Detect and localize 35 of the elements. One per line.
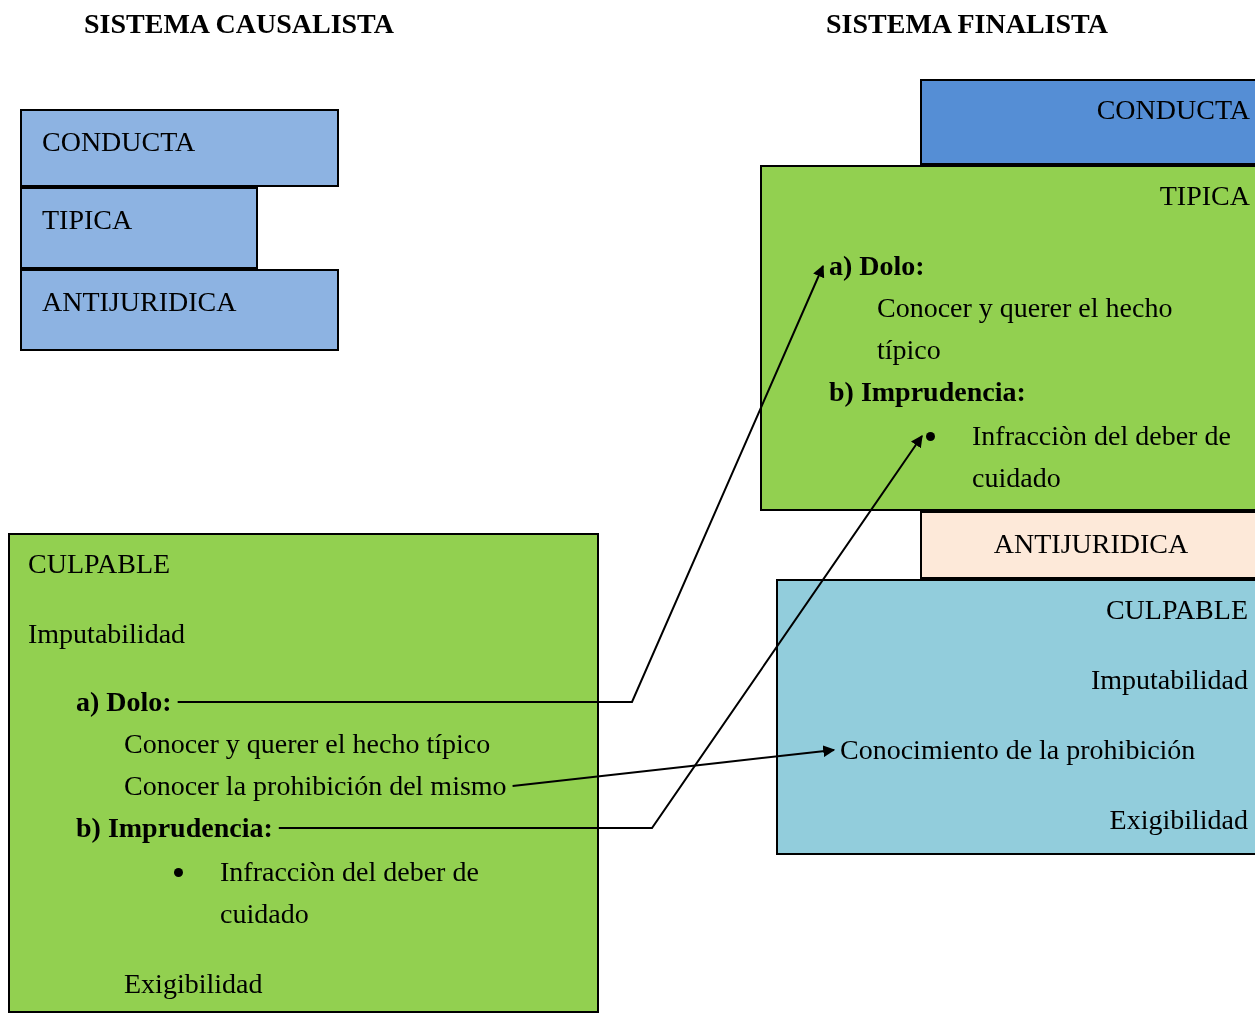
text-box [20, 109, 339, 187]
box-title: TIPICA [42, 203, 134, 237]
text-line: Conocimiento de la prohibición [840, 729, 1196, 771]
text-box [920, 79, 1255, 165]
text-box [20, 269, 339, 351]
text-box [20, 187, 258, 269]
text-line: Imputabilidad [28, 617, 187, 651]
text-box [8, 533, 599, 1013]
text-box [776, 579, 1255, 855]
arrow [511, 745, 836, 787]
text-line: Conocer y querer el hecho típico [877, 291, 1174, 367]
box-title: CONDUCTA [42, 125, 197, 159]
box-title: TIPICA [1158, 179, 1250, 213]
list-heading: a) Dolo: [829, 245, 925, 287]
text-line: Infracciòn del deber de cuidado [220, 855, 480, 931]
box-title: CULPABLE [1104, 593, 1248, 627]
box-title: CULPABLE [28, 547, 172, 581]
box-title: ANTIJURIDICA [992, 527, 1190, 561]
text-line: b) Imprudencia: [829, 375, 1027, 409]
section-heading: SISTEMA CAUSALISTA [84, 8, 394, 40]
arrow [176, 264, 825, 703]
text-line: Conocer y querer el hecho típico [124, 727, 492, 761]
text-line: Imputabilidad [1089, 663, 1248, 697]
box-title: ANTIJURIDICA [42, 285, 238, 319]
list-heading: b) Imprudencia: [76, 807, 273, 849]
arrow [277, 435, 923, 829]
text-box [760, 165, 1255, 511]
text-line: Exigibilidad [124, 967, 264, 1001]
text-line: Exigibilidad [1108, 803, 1248, 837]
box-title: CONDUCTA [1095, 93, 1250, 127]
list-heading: a) Dolo: [76, 681, 172, 723]
text-box [920, 511, 1255, 579]
section-heading: SISTEMA FINALISTA [826, 8, 1108, 40]
bullet-item: Infracciòn del deber de cuidado [972, 415, 1255, 499]
text-line: Conocer la prohibición del mismo [124, 765, 507, 807]
